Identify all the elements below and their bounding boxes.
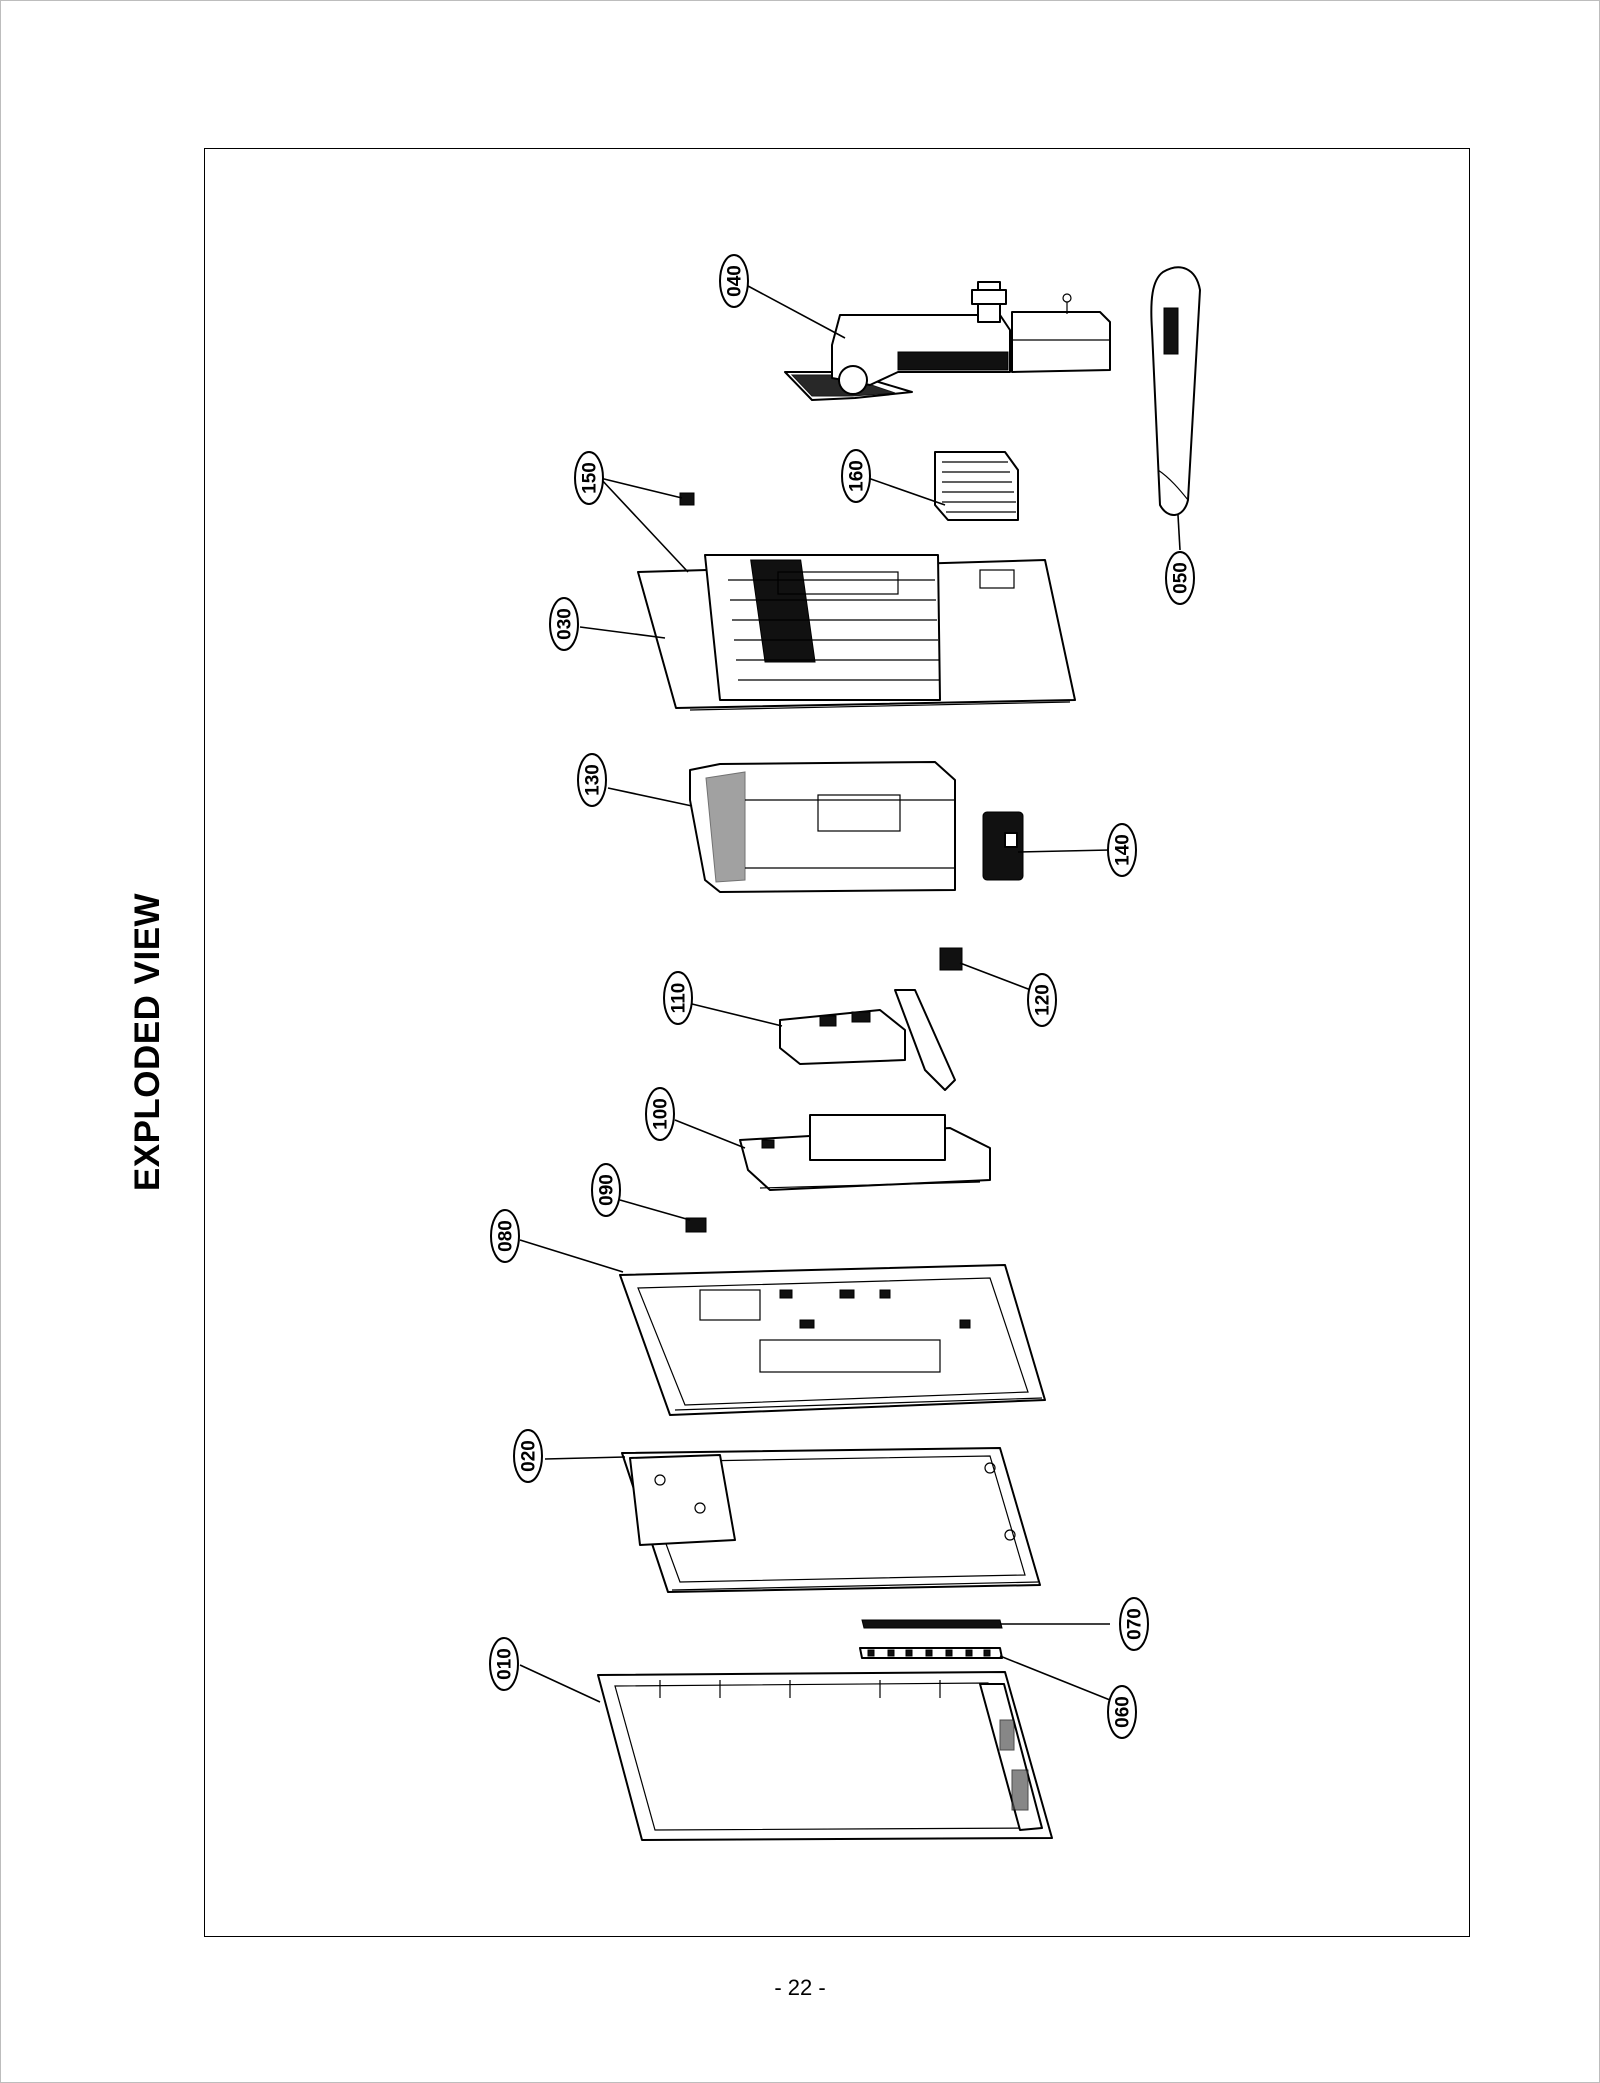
svg-text:140: 140 [1113, 834, 1134, 866]
part-060-key-board [859, 1647, 1003, 1659]
leader-090 [619, 1199, 691, 1221]
leader-060 [999, 1655, 1111, 1701]
svg-text:070: 070 [1125, 1608, 1146, 1640]
part-090-clip [685, 1217, 707, 1233]
part-010-front-bezel [597, 1671, 1053, 1841]
leader-130 [607, 787, 693, 807]
svg-text:100: 100 [651, 1098, 672, 1130]
svg-text:130: 130 [583, 764, 604, 796]
leader-040 [747, 285, 846, 339]
callout-100: 100 [645, 1087, 675, 1141]
leader-010 [519, 1664, 601, 1703]
callout-120: 120 [1027, 973, 1057, 1027]
part-080-main-frame [619, 1264, 1046, 1416]
part-100-power-board [739, 1114, 991, 1191]
part-020-chassis [621, 1447, 1041, 1593]
diagram-frame [204, 148, 1470, 1937]
part-150-clip [679, 492, 695, 506]
svg-text:150: 150 [580, 462, 601, 494]
svg-text:080: 080 [496, 1220, 517, 1252]
svg-text:050: 050 [1171, 562, 1192, 594]
callout-050: 050 [1165, 551, 1195, 605]
leader-lines [519, 285, 1181, 1703]
callout-130: 130 [577, 753, 607, 807]
callout-020: 020 [513, 1429, 543, 1483]
part-050-base [1150, 266, 1201, 516]
callout-030: 030 [549, 597, 579, 651]
leader-110 [691, 1003, 783, 1027]
leader-150-b [599, 477, 689, 573]
part-160-cover [934, 451, 1019, 521]
callout-110: 110 [663, 971, 693, 1025]
svg-text:020: 020 [519, 1440, 540, 1472]
callout-160: 160 [841, 449, 871, 503]
leader-030 [579, 626, 666, 639]
svg-text:110: 110 [669, 983, 690, 1014]
callout-070: 070 [1119, 1597, 1149, 1651]
callout-060: 060 [1107, 1685, 1137, 1739]
leader-160 [867, 477, 946, 506]
svg-text:160: 160 [847, 460, 868, 492]
callout-080: 080 [490, 1209, 520, 1263]
svg-text:090: 090 [597, 1174, 618, 1206]
svg-text:010: 010 [495, 1648, 516, 1680]
callout-150: 150 [574, 451, 604, 505]
leader-150-a [599, 477, 683, 499]
part-110-control-board [779, 989, 956, 1091]
part-070-strip [861, 1619, 1003, 1629]
svg-text:060: 060 [1113, 1696, 1134, 1728]
page-number: - 22 - [774, 1975, 826, 2000]
leader-020 [544, 1456, 626, 1460]
part-040-stand-arm [784, 281, 1111, 401]
callout-140: 140 [1107, 823, 1137, 877]
part-030-back-cover [637, 554, 1076, 711]
svg-text:030: 030 [555, 608, 576, 640]
callout-090: 090 [591, 1163, 621, 1217]
callout-040: 040 [719, 254, 749, 308]
leader-050 [1177, 514, 1181, 551]
leader-120 [959, 962, 1037, 993]
leader-140 [1017, 849, 1111, 853]
callout-010: 010 [489, 1637, 519, 1691]
leader-080 [519, 1239, 624, 1273]
svg-text:040: 040 [725, 265, 746, 297]
part-120-switch [939, 947, 963, 971]
svg-text:120: 120 [1033, 984, 1054, 1016]
part-140-bracket [982, 811, 1024, 881]
leader-100 [674, 1119, 746, 1149]
part-130-shield-case [689, 761, 956, 893]
